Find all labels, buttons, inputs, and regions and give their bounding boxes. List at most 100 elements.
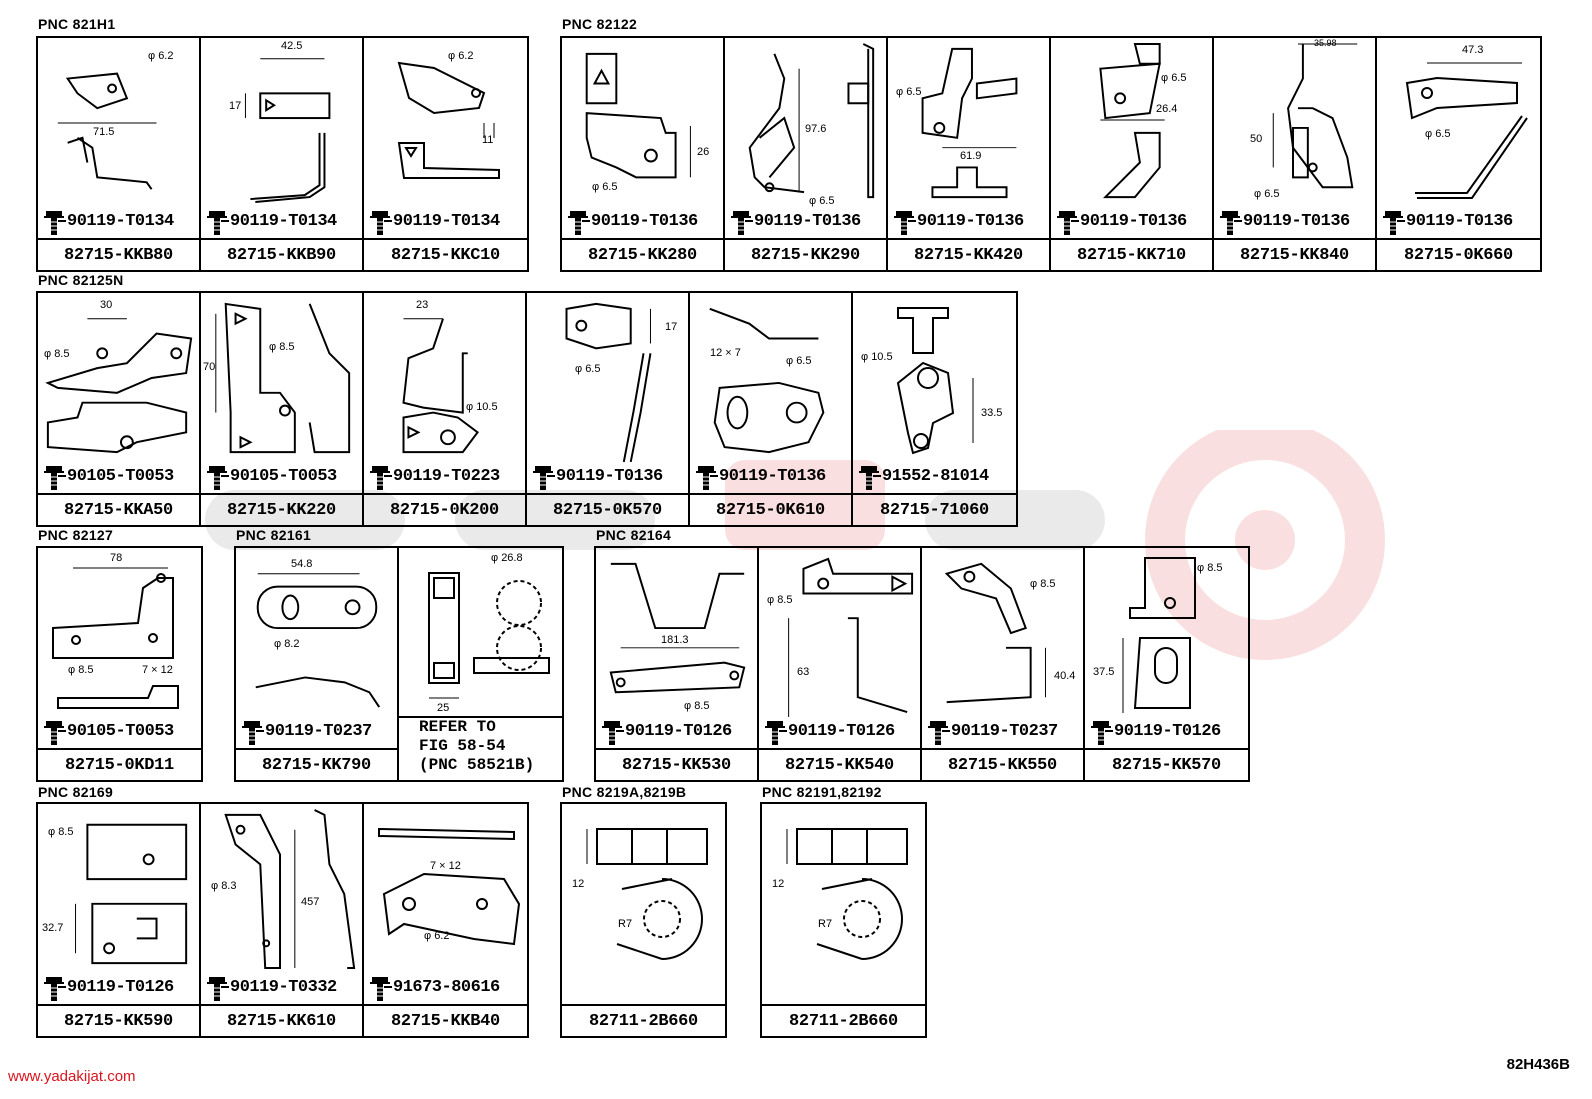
part-group-82122: 26 φ 6.5 90119-T0136 82715-KK280 97.6 φ … bbox=[560, 36, 1542, 272]
part-cell[interactable]: φ 26.8 25 REFER TO FIG 58-54 (PNC 58521B… bbox=[399, 548, 562, 780]
part-cell[interactable]: φ 8.5 32.7 90119-T0126 82715-KK590 bbox=[38, 804, 201, 1036]
part-cell[interactable]: 12 × 7 φ 6.5 90119-T0136 82715-0K610 bbox=[690, 293, 853, 525]
part-cell[interactable]: φ 6.5 61.9 90119-T0136 82715-KK420 bbox=[888, 38, 1051, 270]
bolt-number[interactable]: 90119-T0136 bbox=[745, 212, 884, 231]
part-number[interactable]: 82715-KK610 bbox=[201, 1004, 362, 1036]
part-number[interactable]: 82715-KK590 bbox=[38, 1004, 199, 1036]
bolt-number[interactable]: 90119-T0223 bbox=[384, 467, 523, 486]
bolt-number[interactable]: 90119-T0134 bbox=[221, 212, 360, 231]
pnc-label: PNC 82127 bbox=[38, 527, 114, 543]
part-group-82169: φ 8.5 32.7 90119-T0126 82715-KK590 φ 8.3… bbox=[36, 802, 529, 1038]
dimension-label: φ 8.5 bbox=[1197, 562, 1223, 574]
part-number[interactable]: 82715-KKC10 bbox=[364, 238, 527, 270]
part-number[interactable]: 82715-KK420 bbox=[888, 238, 1049, 270]
part-cell[interactable]: 50 φ 6.5 35.98 90119-T0136 82715-KK840 bbox=[1214, 38, 1377, 270]
part-number[interactable]: 82715-KK840 bbox=[1214, 238, 1375, 270]
part-cell[interactable]: 7 × 12 φ 6.2 91673-80616 82715-KKB40 bbox=[364, 804, 527, 1036]
part-number[interactable]: 82715-KK570 bbox=[1085, 748, 1248, 780]
bolt-number[interactable]: 90105-T0053 bbox=[221, 467, 360, 486]
part-number[interactable]: 82715-0KD11 bbox=[38, 748, 201, 780]
part-cell[interactable]: 12 R7 82711-2B660 bbox=[562, 804, 725, 1036]
dimension-label: 26.4 bbox=[1156, 103, 1178, 115]
part-cell[interactable]: φ 8.5 63 90119-T0126 82715-KK540 bbox=[759, 548, 922, 780]
part-cell[interactable]: φ 6.2 71.5 90119-T0134 82715-KKB80 bbox=[38, 38, 201, 270]
dimension-label: φ 6.5 bbox=[592, 181, 618, 193]
bolt-number[interactable]: 90119-T0126 bbox=[616, 722, 755, 741]
bracket-drawing bbox=[38, 804, 199, 974]
bracket-drawing bbox=[1085, 548, 1248, 718]
part-cell[interactable]: 26 φ 6.5 90119-T0136 82715-KK280 bbox=[562, 38, 725, 270]
bolt-number[interactable]: 90119-T0136 bbox=[710, 467, 849, 486]
part-cell[interactable]: φ 6.2 11 90119-T0134 82715-KKC10 bbox=[364, 38, 527, 270]
bracket-drawing bbox=[236, 548, 397, 718]
bolt-number[interactable]: 90119-T0237 bbox=[942, 722, 1081, 741]
figure-code: 82H436B bbox=[1506, 1056, 1570, 1073]
bracket-drawing bbox=[364, 38, 527, 208]
part-number[interactable]: 82715-KKB90 bbox=[201, 238, 362, 270]
part-cell[interactable]: φ 8.5 40.4 90119-T0237 82715-KK550 bbox=[922, 548, 1085, 780]
part-cell[interactable]: 23 φ 10.5 90119-T0223 82715-0K200 bbox=[364, 293, 527, 525]
bolt-number[interactable]: 90119-T0332 bbox=[221, 978, 360, 997]
part-number[interactable]: 82715-0K200 bbox=[364, 493, 525, 525]
part-cell[interactable]: 47.3 φ 6.5 90119-T0136 82715-0K660 bbox=[1377, 38, 1540, 270]
bolt-number[interactable]: 90119-T0136 bbox=[1397, 212, 1538, 231]
dimension-label: 7 × 12 bbox=[430, 860, 461, 872]
part-number[interactable]: 82715-KK530 bbox=[596, 748, 757, 780]
bolt-number[interactable]: 90105-T0053 bbox=[58, 467, 197, 486]
part-number[interactable]: 82715-KK290 bbox=[725, 238, 886, 270]
pnc-label: PNC 82164 bbox=[596, 527, 672, 543]
bolt-number[interactable]: 90119-T0136 bbox=[1234, 212, 1373, 231]
bolt-number[interactable]: 90119-T0136 bbox=[547, 467, 686, 486]
part-cell[interactable]: φ 6.5 26.4 90119-T0136 82715-KK710 bbox=[1051, 38, 1214, 270]
part-number[interactable]: 82715-KKB80 bbox=[38, 238, 199, 270]
part-group-821h1: φ 6.2 71.5 90119-T0134 82715-KKB80 42.5 … bbox=[36, 36, 529, 272]
part-number[interactable]: 82715-0K660 bbox=[1377, 238, 1540, 270]
part-cell[interactable]: 12 R7 82711-2B660 bbox=[762, 804, 925, 1036]
part-cell[interactable]: φ 8.3 457 90119-T0332 82715-KK610 bbox=[201, 804, 364, 1036]
part-number[interactable]: 82715-71060 bbox=[853, 493, 1016, 525]
site-link[interactable]: www.yadakijat.com bbox=[8, 1068, 136, 1085]
part-number[interactable]: 82715-KK220 bbox=[201, 493, 362, 525]
bolt-number[interactable]: 90105-T0053 bbox=[58, 722, 199, 741]
bolt-number[interactable]: 90119-T0237 bbox=[256, 722, 395, 741]
dimension-label: 33.5 bbox=[981, 407, 1003, 419]
bolt-number[interactable]: 90119-T0126 bbox=[779, 722, 918, 741]
part-number[interactable]: 82715-KK790 bbox=[236, 748, 397, 780]
part-cell[interactable]: φ 8.5 37.5 90119-T0126 82715-KK570 bbox=[1085, 548, 1248, 780]
dimension-label: φ 6.2 bbox=[148, 50, 174, 62]
bracket-drawing bbox=[201, 38, 362, 208]
part-number[interactable]: 82715-0K610 bbox=[690, 493, 851, 525]
part-cell[interactable]: 97.6 φ 6.5 90119-T0136 82715-KK290 bbox=[725, 38, 888, 270]
part-number[interactable]: 82711-2B660 bbox=[762, 1004, 925, 1036]
bolt-number[interactable]: 90119-T0126 bbox=[58, 978, 197, 997]
part-group-82125n: 30 φ 8.5 90105-T0053 82715-KKA50 70 φ 8.… bbox=[36, 291, 1018, 527]
part-number[interactable]: 82715-KKB40 bbox=[364, 1004, 527, 1036]
bolt-number[interactable]: 91552-81014 bbox=[873, 467, 1014, 486]
part-number[interactable]: 82715-KK710 bbox=[1051, 238, 1212, 270]
dimension-label: φ 6.5 bbox=[786, 355, 812, 367]
part-cell[interactable]: φ 10.5 33.5 91552-81014 82715-71060 bbox=[853, 293, 1016, 525]
bolt-number[interactable]: 90119-T0136 bbox=[1071, 212, 1210, 231]
bolt-number[interactable]: 91673-80616 bbox=[384, 978, 525, 997]
part-number[interactable]: 82715-0K570 bbox=[527, 493, 688, 525]
part-cell[interactable]: 42.5 17 90119-T0134 82715-KKB90 bbox=[201, 38, 364, 270]
part-cell[interactable]: 78 φ 8.5 7 × 12 90105-T0053 82715-0KD11 bbox=[38, 548, 201, 780]
part-cell[interactable]: 30 φ 8.5 90105-T0053 82715-KKA50 bbox=[38, 293, 201, 525]
part-group-82161: 54.8 φ 8.2 90119-T0237 82715-KK790 φ 26.… bbox=[234, 546, 564, 782]
bolt-number[interactable]: 90119-T0134 bbox=[384, 212, 525, 231]
bolt-number[interactable]: 90119-T0134 bbox=[58, 212, 197, 231]
dimension-label: φ 8.5 bbox=[68, 664, 94, 676]
bolt-number[interactable]: 90119-T0136 bbox=[908, 212, 1047, 231]
part-number[interactable]: 82715-KK280 bbox=[562, 238, 723, 270]
part-cell[interactable]: 181.3 φ 8.5 90119-T0126 82715-KK530 bbox=[596, 548, 759, 780]
bolt-number[interactable]: 90119-T0136 bbox=[582, 212, 721, 231]
part-number[interactable]: 82711-2B660 bbox=[562, 1004, 725, 1036]
part-cell[interactable]: 17 φ 6.5 90119-T0136 82715-0K570 bbox=[527, 293, 690, 525]
dimension-label: φ 8.5 bbox=[1030, 578, 1056, 590]
part-cell[interactable]: 70 φ 8.5 90105-T0053 82715-KK220 bbox=[201, 293, 364, 525]
part-number[interactable]: 82715-KKA50 bbox=[38, 493, 199, 525]
bolt-number[interactable]: 90119-T0126 bbox=[1105, 722, 1246, 741]
part-number[interactable]: 82715-KK540 bbox=[759, 748, 920, 780]
part-cell[interactable]: 54.8 φ 8.2 90119-T0237 82715-KK790 bbox=[236, 548, 399, 780]
part-number[interactable]: 82715-KK550 bbox=[922, 748, 1083, 780]
